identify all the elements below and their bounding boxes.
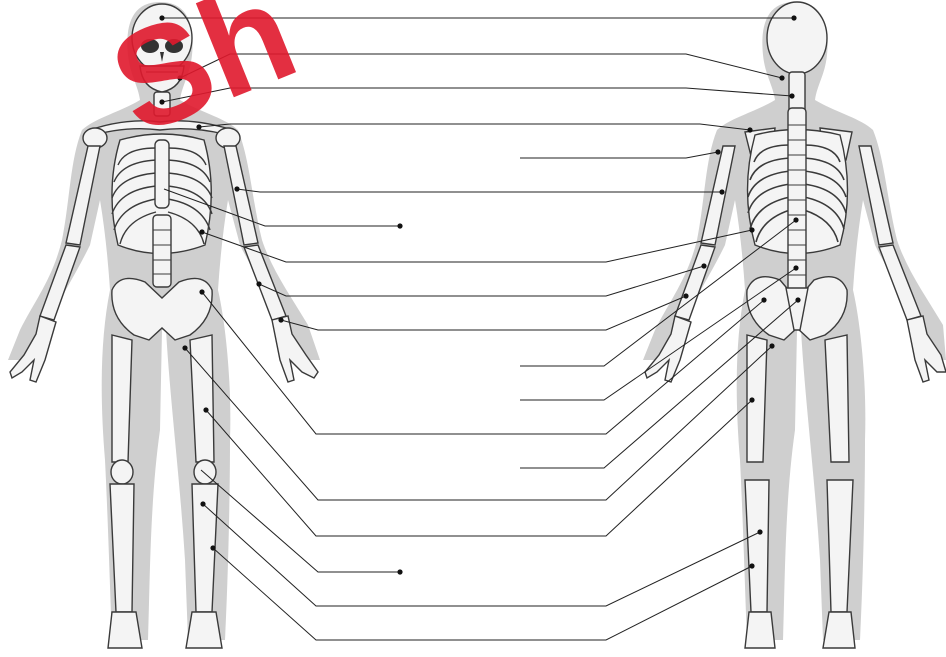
leader-humerus: [237, 189, 722, 192]
leader-dot: [789, 93, 794, 98]
leader-ribs: [202, 230, 752, 262]
leader-femur: [185, 346, 772, 500]
leader-dot: [749, 397, 754, 402]
leader-dot: [769, 343, 774, 348]
back-cervical: [789, 72, 805, 112]
leader-dot: [200, 501, 205, 506]
leader-dot: [701, 263, 706, 268]
leader-dot: [793, 217, 798, 222]
leader-dot: [719, 189, 724, 194]
foot-left: [108, 612, 142, 648]
leader-dot: [234, 186, 239, 191]
leader-dot: [791, 15, 796, 20]
leader-fibula: [213, 548, 752, 640]
leader-clavicle: [199, 124, 750, 130]
leader-tibia: [203, 504, 760, 606]
leader-dot: [397, 569, 402, 574]
leader-femur-shaft: [206, 400, 752, 536]
leader-dot: [210, 545, 215, 550]
leader-dot: [795, 297, 800, 302]
blank-scapula: [520, 152, 718, 158]
leader-dot: [199, 229, 204, 234]
patella-left: [111, 460, 133, 484]
shoulder-left: [83, 128, 107, 148]
leader-dot: [749, 563, 754, 568]
foot-right: [186, 612, 222, 648]
leader-radius: [259, 266, 704, 296]
leader-dot: [779, 75, 784, 80]
posterior-skeleton: [643, 2, 946, 648]
leader-dot: [278, 317, 283, 322]
leader-dot: [749, 227, 754, 232]
leader-dot: [182, 345, 187, 350]
leader-dot: [256, 281, 261, 286]
leader-dot: [199, 289, 204, 294]
leader-dot: [683, 293, 688, 298]
leader-dot: [715, 149, 720, 154]
leader-dot: [793, 265, 798, 270]
back-skull: [767, 2, 827, 74]
back-foot-right: [823, 612, 855, 648]
leader-dot: [757, 529, 762, 534]
leader-dot: [203, 407, 208, 412]
back-foot-left: [745, 612, 775, 648]
leader-dot: [747, 127, 752, 132]
lumbar-spine: [153, 215, 171, 287]
leader-dot: [761, 297, 766, 302]
femur-left: [112, 335, 132, 462]
leader-dot: [397, 223, 402, 228]
blank-patella: [201, 470, 400, 572]
leader-ulna: [281, 296, 686, 330]
